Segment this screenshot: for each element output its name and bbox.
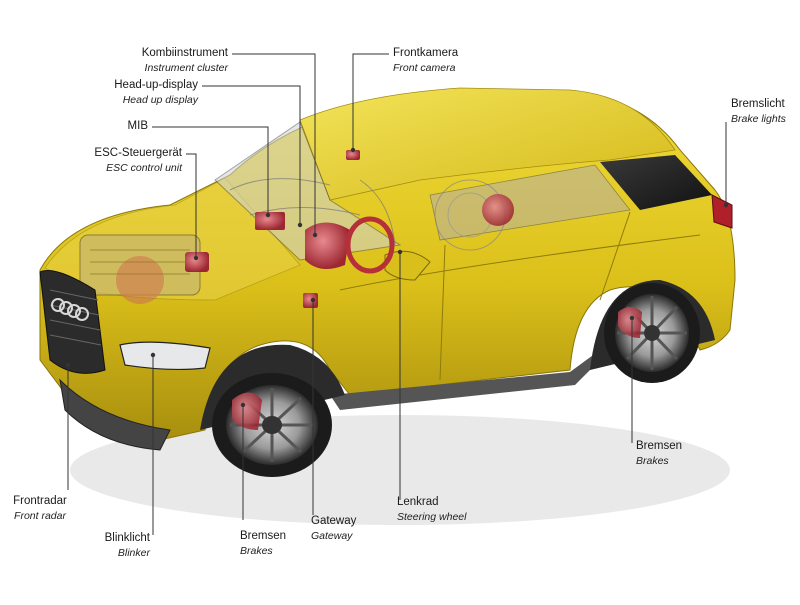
label-brake-lights-en: Brake lights [731,113,786,125]
label-gateway-de: Gateway [311,515,357,527]
label-head-up-display: Head-up-display Head up display [60,78,198,108]
label-esc-control-unit-en: ESC control unit [106,162,182,174]
label-head-up-display-de: Head-up-display [114,79,198,91]
label-front-brakes-en: Brakes [240,545,273,557]
steering-wheel-part [345,216,395,274]
label-front-camera-de: Frontkamera [393,47,459,59]
grille-bars [49,289,102,346]
label-rear-brakes: Bremsen Brakes [636,439,716,469]
label-steering-wheel-en: Steering wheel [397,511,467,523]
front-camera-part [346,150,360,160]
label-blinker-en: Blinker [117,547,150,559]
audi-rings [51,298,89,321]
roof [299,87,676,201]
label-front-brakes-de: Bremsen [240,530,287,542]
label-brake-lights: Bremslicht Brake lights [731,97,799,127]
rear-drive-part [482,194,514,226]
label-gateway: Gateway Gateway [311,514,381,544]
label-rear-brakes-de: Bremsen [636,440,683,452]
front-bumper [59,378,171,451]
door-lines [339,211,701,381]
label-brake-lights-de: Bremslicht [731,98,785,110]
side-window-rear [600,155,712,210]
label-front-radar: Frontradar Front radar [8,494,72,524]
label-front-radar-en: Front radar [14,510,66,522]
leader-dots [65,147,729,408]
label-mib: MIB [90,119,148,134]
mib-part [255,212,285,230]
label-rear-brakes-en: Brakes [636,455,669,467]
label-esc-control-unit-de: ESC-Steuergerät [94,147,182,159]
label-front-brakes: Bremsen Brakes [240,529,310,559]
side-sill [330,350,600,410]
label-blinker: Blinklicht Blinker [88,531,150,561]
grille [39,270,106,374]
label-esc-control-unit: ESC-Steuergerät ESC control unit [40,146,182,176]
label-steering-wheel: Lenkrad Steering wheel [397,495,497,525]
label-gateway-en: Gateway [311,530,353,542]
leader-lines [67,53,727,535]
rear-wheel [604,283,700,383]
front-wheel [212,373,332,477]
label-instrument-cluster: Kombiinstrument Instrument cluster [70,46,228,76]
label-blinker-de: Blinklicht [104,532,150,544]
esc-part [185,252,209,272]
label-steering-wheel-de: Lenkrad [397,496,439,508]
label-instrument-cluster-en: Instrument cluster [144,62,228,74]
label-mib-de: MIB [127,120,148,132]
label-front-camera: Frontkamera Front camera [393,46,513,76]
label-front-radar-de: Frontradar [13,495,67,507]
gateway-part [303,293,318,308]
label-instrument-cluster-de: Kombiinstrument [141,47,228,59]
label-head-up-display-en: Head up display [122,94,198,106]
headlight [119,341,211,371]
label-front-camera-en: Front camera [393,62,456,74]
instrument-cluster-part [305,222,350,269]
engine [79,234,201,304]
